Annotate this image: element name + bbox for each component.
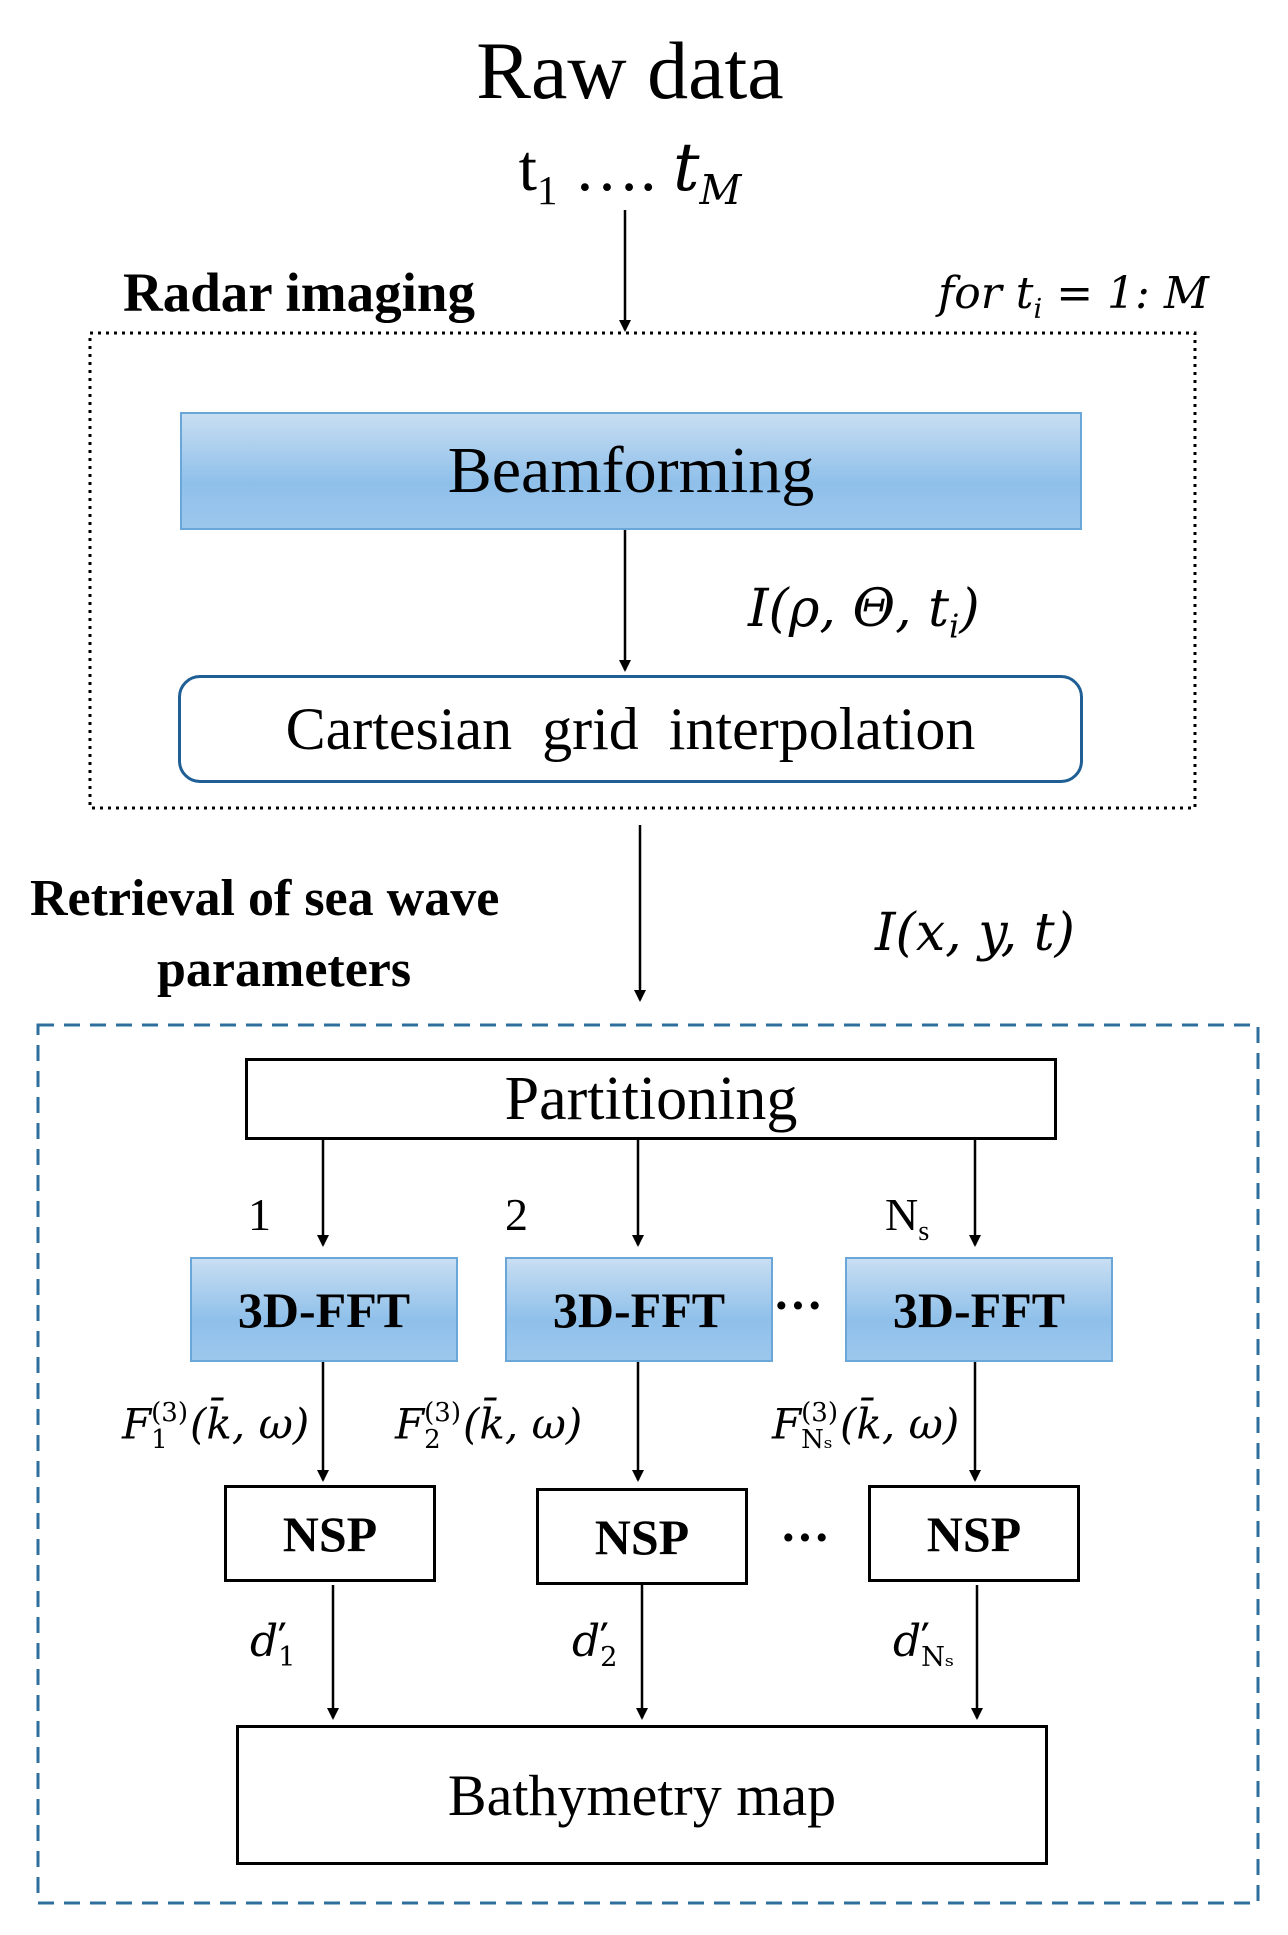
nsp-label-n: NSP (926, 1505, 1022, 1562)
nsp-box-2: NSP (536, 1488, 748, 1585)
loop-var: t (1015, 268, 1034, 319)
spectrum-f-n: F (772, 1399, 802, 1449)
branch-index-2: 2 (505, 1189, 528, 1240)
time-series-label: t1 …. tM (0, 132, 1260, 212)
depth-sub-1: 1 (278, 1641, 296, 1673)
beamforming-label: Beamforming (447, 434, 815, 507)
time-first: t (518, 132, 537, 205)
time-last-sub: M (699, 166, 742, 215)
spectrum-sub-1: 1 (151, 1425, 168, 1456)
depth-label-n: ďNₛ (893, 1620, 954, 1671)
polar-post: ) (959, 579, 980, 639)
fft-label-1: 3D-FFT (237, 1281, 411, 1338)
branch-index-n: Ns (885, 1189, 929, 1246)
nsp-label-1: NSP (282, 1505, 378, 1562)
nsp-box-1: NSP (224, 1485, 436, 1582)
spectrum-sup-1: (3) (151, 1398, 189, 1428)
depth-label-1: ď1 (250, 1620, 296, 1671)
nsp-box-n: NSP (868, 1485, 1080, 1582)
loop-pre: for (938, 268, 1016, 319)
spectrum-sub-n: Nₛ (801, 1425, 833, 1456)
spectrum-label-1: F(3)1 (k̄, ω) (122, 1398, 310, 1456)
polar-image-label: I(ρ, Θ, ti) (748, 583, 980, 643)
spectrum-label-n: F(3)Nₛ(k̄, ω) (772, 1398, 960, 1456)
depth-sub-2: 2 (600, 1641, 618, 1673)
spectrum-sub-2: 2 (424, 1425, 441, 1456)
partitioning-label: Partitioning (504, 1064, 798, 1133)
loop-label: for ti = 1: M (938, 272, 1209, 323)
fft-box-2: 3D-FFT (505, 1257, 773, 1362)
time-first-sub: 1 (536, 168, 558, 214)
loop-var-sub: i (1033, 293, 1043, 325)
depth-sub-n: Nₛ (921, 1641, 955, 1673)
spectrum-args-2: (k̄, ω) (463, 1399, 583, 1449)
loop-post: = 1: M (1042, 268, 1209, 319)
spectrum-f-1: F (122, 1399, 152, 1449)
fft-label-2: 3D-FFT (552, 1281, 726, 1338)
cartesian-image-label: I(x, y, t) (875, 903, 1075, 963)
nsp-label-2: NSP (594, 1508, 690, 1565)
nsp-ellipsis: ··· (780, 1509, 831, 1565)
depth-d-1: ď (250, 1616, 279, 1667)
cartesian-label: Cartesian grid interpolation (285, 695, 976, 762)
fft-box-n: 3D-FFT (845, 1257, 1113, 1362)
branch-index-n-sub: s (918, 1216, 930, 1248)
time-dots: …. (573, 132, 657, 205)
diagram-title: Raw data (476, 25, 784, 116)
depth-d-n: ď (893, 1616, 922, 1667)
beamforming-box: Beamforming (180, 412, 1082, 530)
spectrum-sup-n: (3) (801, 1398, 839, 1428)
bathymetry-map-label: Bathymetry map (447, 1762, 837, 1828)
retrieval-label-line1: Retrieval of sea wave (30, 870, 500, 927)
bathymetry-map-box: Bathymetry map (236, 1725, 1048, 1865)
spectrum-args-1: (k̄, ω) (190, 1399, 310, 1449)
spectrum-sup-2: (3) (424, 1398, 462, 1428)
fft-label-n: 3D-FFT (892, 1281, 1066, 1338)
fft-box-1: 3D-FFT (190, 1257, 458, 1362)
fft-ellipsis: ··· (773, 1277, 824, 1333)
partitioning-box: Partitioning (245, 1058, 1057, 1140)
spectrum-label-2: F(3)2 (k̄, ω) (395, 1398, 583, 1456)
retrieval-container (36, 1023, 1260, 1905)
polar-pre: I(ρ, Θ, t (748, 579, 950, 639)
radar-imaging-container (88, 331, 1197, 810)
branch-index-1: 1 (248, 1189, 271, 1240)
depth-d-2: ď (572, 1616, 601, 1667)
radar-imaging-label: Radar imaging (123, 262, 475, 323)
retrieval-label-line2: parameters (157, 941, 412, 998)
branch-index-n-main: N (885, 1189, 919, 1240)
spectrum-f-2: F (395, 1399, 425, 1449)
time-last: t (672, 129, 700, 206)
cartesian-interpolation-box: Cartesian grid interpolation (178, 675, 1083, 783)
depth-label-2: ď2 (572, 1620, 618, 1671)
polar-sub: i (949, 607, 960, 646)
spectrum-args-n: (k̄, ω) (840, 1399, 960, 1449)
